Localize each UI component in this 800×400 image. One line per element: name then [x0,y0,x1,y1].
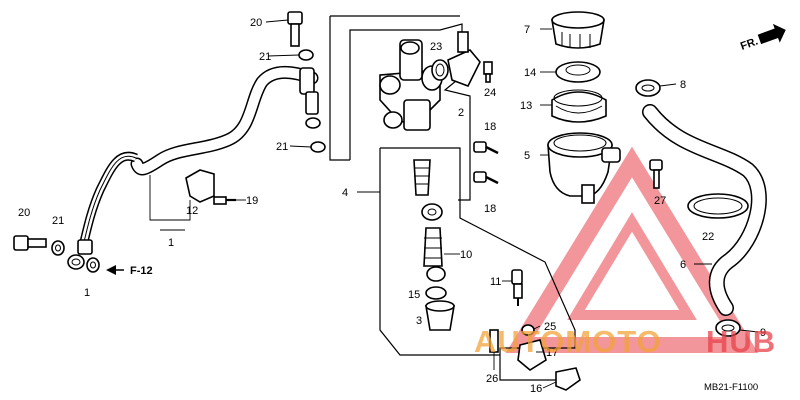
callout-14: 14 [524,67,536,79]
arrow-left-icon [106,265,116,275]
callout-21-mid: 21 [276,141,288,153]
callout-5: 5 [524,150,530,162]
master-cylinder-box [329,15,576,381]
master-cylinder-body [379,39,443,131]
callout-17: 17 [546,347,558,359]
callout-7: 7 [524,24,530,36]
reservoir-joint [431,31,493,88]
callout-20-left: 20 [18,207,30,219]
callout-9: 9 [760,327,766,339]
callout-23: 23 [430,41,442,53]
front-label: FR. [739,35,760,52]
callout-19: 19 [246,195,258,207]
callout-27: 27 [654,195,666,207]
callout-18-upper: 18 [484,121,496,133]
callout-16: 16 [530,383,542,395]
reservoir-plate [555,61,601,83]
callout-21-bottom: 1 [84,287,90,299]
callout-12: 12 [186,205,198,217]
pushrod-parts [489,324,581,391]
callout-13: 13 [520,100,532,112]
callout-numbers: 20 21 21 12 19 1 20 21 1 4 2 23 24 18 18… [18,17,766,395]
reservoir-hose [642,104,767,316]
hose-clip [635,79,661,97]
watermark-text: AUTOMOTO HUB [474,324,776,359]
callout-1: 1 [168,237,174,249]
reservoir-tank [547,132,621,204]
callout-18-lower: 18 [484,203,496,215]
drawing-code: MB21-F1100 [704,382,758,393]
bleeder-valve [511,269,523,306]
callout-3: 3 [416,315,422,327]
band-22 [687,193,749,219]
bolts-18 [473,141,499,185]
watermark-part2: HUB [706,324,776,359]
callout-8: 8 [680,79,686,91]
callout-21-top: 21 [259,51,271,63]
diaphragm [551,89,607,123]
leader-lines [149,19,759,389]
reservoir-cap [551,11,605,49]
callout-25: 25 [544,321,556,333]
front-direction-ref: FR. [739,23,786,53]
callout-15: 15 [408,289,420,301]
bolt-27 [649,159,663,189]
frame-ref-label: F-12 [130,265,153,277]
piston-set [413,159,455,331]
frame-ref: F-12 [106,265,153,277]
front-arrow-icon [757,23,786,45]
callout-24: 24 [484,87,496,99]
callout-6: 6 [680,259,686,271]
callout-22: 22 [702,231,714,243]
callout-10: 10 [460,249,472,261]
callout-26: 26 [486,373,498,385]
callout-2: 2 [458,107,464,119]
watermark-logo [505,146,759,353]
brake-hose-assembly [13,11,326,273]
callout-11: 11 [490,276,501,288]
watermark-part1: AUTOMOTO [474,324,662,359]
clip-9 [715,319,741,337]
callout-20-top: 20 [250,17,262,29]
callout-21-left: 21 [52,215,64,227]
callout-4: 4 [342,187,348,199]
